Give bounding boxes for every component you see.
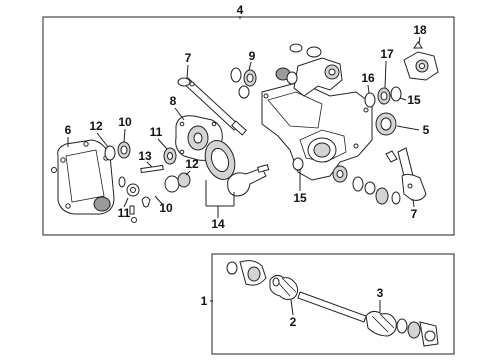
callout-11b: 11	[118, 206, 131, 220]
upper-assembly-frame	[42, 16, 455, 236]
leader-7a	[186, 64, 189, 79]
leader-10b	[154, 195, 163, 205]
callout-13: 13	[138, 149, 152, 163]
side-gear-washer	[163, 147, 191, 193]
output-bearing	[375, 112, 397, 136]
leader-9	[248, 61, 252, 71]
leader-10a	[123, 128, 126, 143]
leader-11a	[157, 138, 168, 150]
mount-bracket	[275, 43, 343, 97]
callout-10b: 10	[159, 201, 173, 215]
lower-left-hardware	[118, 176, 151, 223]
callout-5: 5	[423, 123, 430, 137]
callout-11a: 11	[150, 125, 163, 139]
callout-15b: 15	[293, 191, 307, 205]
callout-7b: 7	[411, 207, 418, 221]
seal-stack	[364, 86, 402, 108]
actuator	[403, 41, 439, 81]
leader-2	[290, 299, 294, 316]
leader-12b	[185, 170, 191, 176]
axle-shaft-upper	[177, 77, 247, 136]
ring-and-pinion	[204, 140, 270, 197]
leader-5	[396, 125, 420, 131]
callout-6: 6	[65, 123, 72, 137]
leader-11b	[123, 197, 129, 208]
cv-axle-assembly	[226, 260, 439, 347]
callout-14: 14	[211, 217, 225, 231]
callout-12b: 12	[185, 157, 199, 171]
leader-8	[174, 107, 185, 121]
callout-18: 18	[413, 23, 427, 37]
carrier-housing	[261, 81, 373, 181]
leader-17	[384, 60, 387, 89]
leader-15a	[399, 97, 407, 101]
callout-4: 4	[237, 3, 244, 17]
side-bearing-left	[104, 141, 131, 161]
stub-shaft-flange	[385, 147, 427, 201]
leader-14	[205, 180, 235, 218]
callout-7a: 7	[185, 51, 192, 65]
callout-16: 16	[361, 71, 375, 85]
callout-10a: 10	[118, 115, 132, 129]
callout-1: 1	[201, 294, 208, 308]
pinion-bearing	[292, 157, 348, 183]
leader-7b	[412, 198, 415, 208]
leader-16	[367, 84, 370, 94]
callout-17: 17	[380, 47, 394, 61]
lower-assembly-frame	[211, 253, 455, 355]
callout-2: 2	[290, 315, 297, 329]
axle-bearing	[230, 67, 257, 99]
callout-12a: 12	[89, 119, 103, 133]
callout-15a: 15	[407, 93, 421, 107]
callout-3: 3	[377, 286, 384, 300]
differential-cover	[51, 139, 115, 215]
leader-13	[146, 161, 153, 168]
leader-18	[418, 36, 421, 45]
callout-9: 9	[249, 49, 256, 63]
callout-8: 8	[170, 94, 177, 108]
right-side-seals	[352, 176, 401, 205]
leader-12a	[96, 132, 109, 148]
